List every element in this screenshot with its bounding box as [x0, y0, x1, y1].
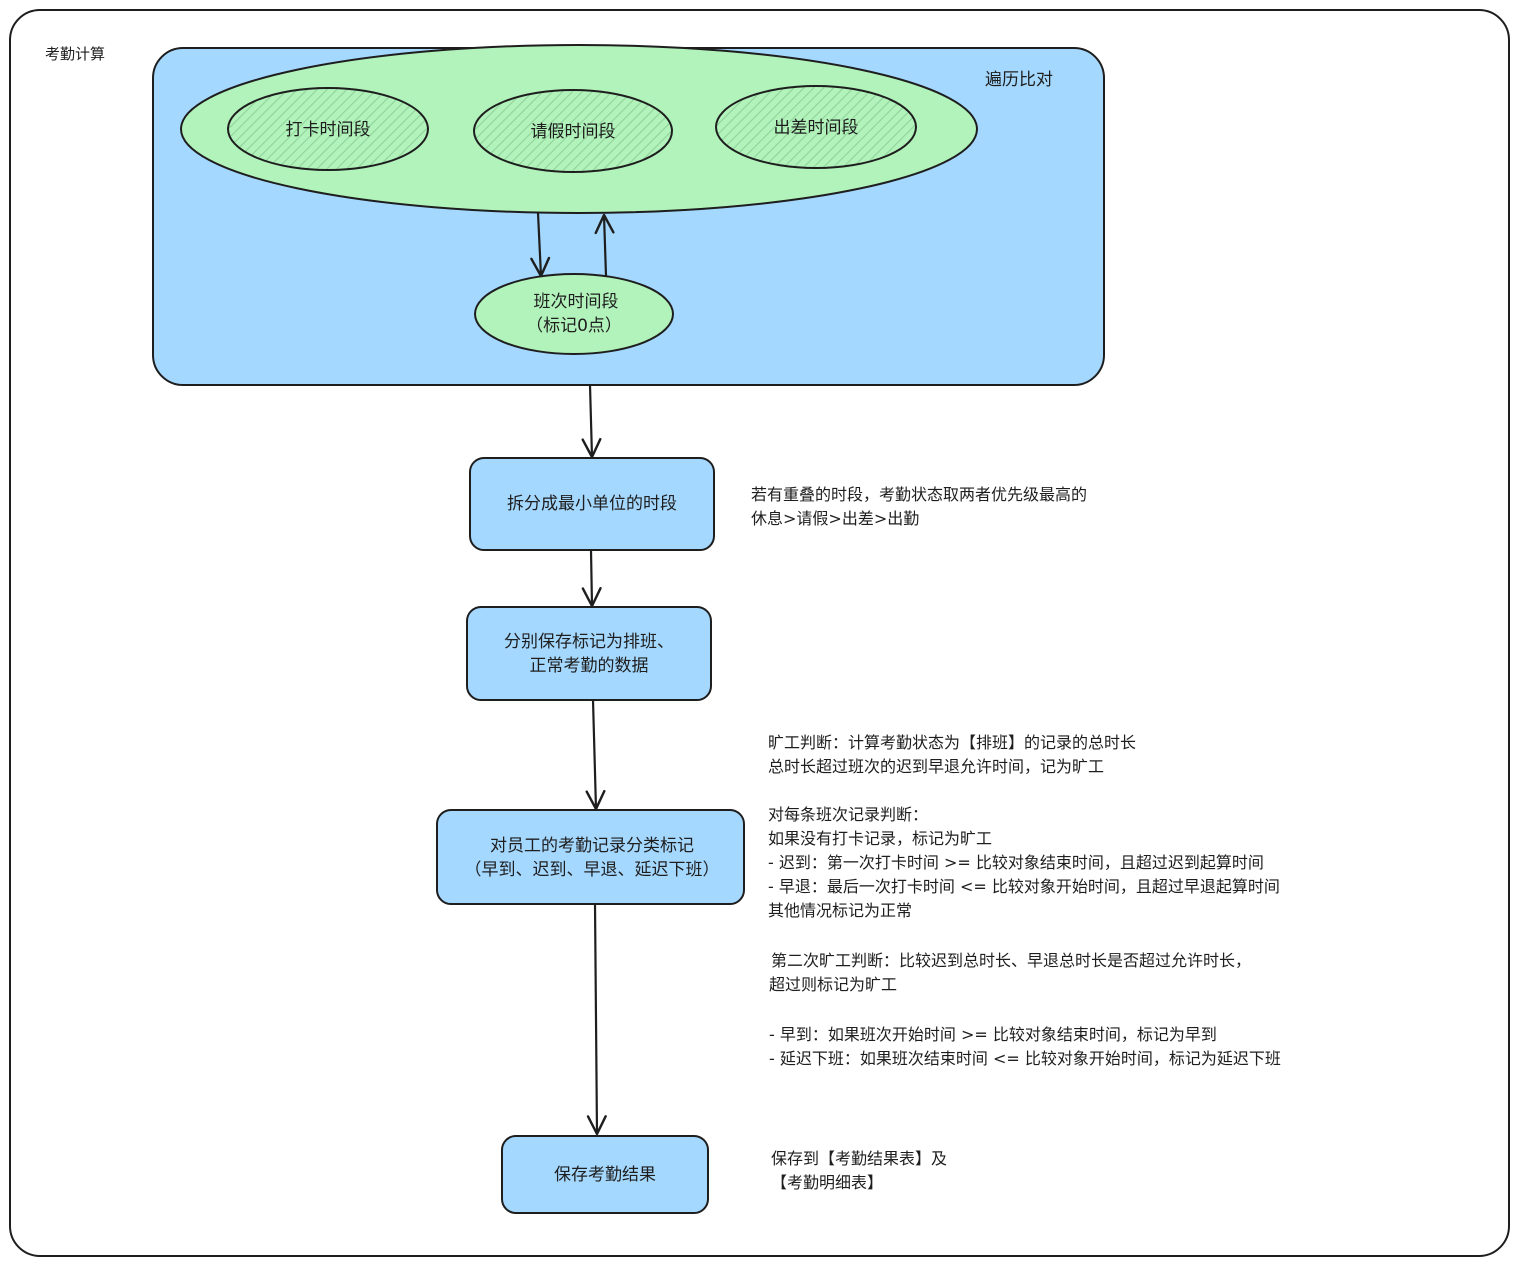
rules-note-line: 第二次旷工判断：比较迟到总时长、早退总时长是否超过允许时长， — [771, 951, 1251, 970]
rules-note-line: 其他情况标记为正常 — [768, 901, 912, 920]
rules-note-line: 如果没有打卡记录，标记为旷工 — [768, 829, 992, 848]
rules-note-line: - 延迟下班：如果班次结束时间 <= 比较对象开始时间，标记为延迟下班 — [769, 1049, 1281, 1068]
rules-note-line: - 早到：如果班次开始时间 >= 比较对象结束时间，标记为早到 — [769, 1025, 1217, 1044]
arrow-from-shift — [594, 213, 615, 277]
punch-time-segment: 打卡时间段 — [227, 87, 429, 171]
overlap-note: 若有重叠的时段，考勤状态取两者优先级最高的 休息>请假>出差>出勤 — [751, 485, 1087, 528]
save-result-step: 保存考勤结果 — [501, 1135, 709, 1214]
overlap-note-line: 休息>请假>出差>出勤 — [751, 509, 919, 528]
rules-note-line: 总时长超过班次的迟到早退允许时间，记为旷工 — [768, 757, 1104, 776]
group-label: 遍历比对 — [985, 70, 1053, 90]
save-marks-line2: 正常考勤的数据 — [530, 656, 649, 676]
rules-note-line: 对每条班次记录判断： — [768, 805, 928, 824]
arrow-save-marks-to-classify — [585, 699, 606, 811]
trip-time-label: 出差时间段 — [774, 118, 859, 138]
traverse-compare-group: 遍历比对 打卡时间段 请假时间段 出差时间段 班次时间段 （标记0点） — [152, 44, 1105, 386]
save-marks-step: 分别保存标记为排班、 正常考勤的数据 — [466, 606, 712, 701]
rules-note-line: 旷工判断：计算考勤状态为【排班】的记录的总时长 — [768, 733, 1136, 752]
split-step-label: 拆分成最小单位的时段 — [507, 494, 677, 514]
shift-time-segment: 班次时间段 （标记0点） — [474, 273, 674, 355]
rules-note: 旷工判断：计算考勤状态为【排班】的记录的总时长 总时长超过班次的迟到早退允许时间… — [768, 733, 1281, 1068]
punch-time-label: 打卡时间段 — [286, 120, 371, 140]
save-result-label: 保存考勤结果 — [554, 1165, 656, 1185]
save-note-line: 【考勤明细表】 — [771, 1173, 883, 1192]
rules-note-line: - 迟到：第一次打卡时间 >= 比较对象结束时间，且超过迟到起算时间 — [768, 853, 1264, 872]
leave-time-segment: 请假时间段 — [473, 89, 673, 173]
arrow-group-to-split — [581, 384, 602, 459]
shift-label-line1: 班次时间段 — [534, 292, 619, 312]
save-note: 保存到【考勤结果表】及 【考勤明细表】 — [771, 1149, 947, 1192]
classify-line1: 对员工的考勤记录分类标记 — [490, 836, 694, 856]
classify-line2: （早到、迟到、早退、延迟下班） — [465, 860, 720, 880]
save-note-line: 保存到【考勤结果表】及 — [771, 1149, 947, 1168]
shift-label-line2: （标记0点） — [526, 316, 622, 336]
overlap-note-line: 若有重叠的时段，考勤状态取两者优先级最高的 — [751, 485, 1087, 504]
classify-step: 对员工的考勤记录分类标记 （早到、迟到、早退、延迟下班） — [436, 809, 745, 905]
save-marks-line1: 分别保存标记为排班、 — [504, 632, 674, 652]
arrow-classify-to-save-result — [586, 903, 607, 1136]
split-step: 拆分成最小单位的时段 — [469, 457, 715, 551]
rules-note-line: 超过则标记为旷工 — [769, 975, 897, 994]
arrow-to-shift — [530, 212, 551, 278]
frame-title: 考勤计算 — [45, 45, 105, 63]
leave-time-label: 请假时间段 — [531, 122, 616, 142]
trip-time-segment: 出差时间段 — [715, 85, 917, 169]
rules-note-line: - 早退：最后一次打卡时间 <= 比较对象开始时间，且超过早退起算时间 — [768, 877, 1280, 896]
arrow-split-to-save-marks — [581, 549, 602, 608]
